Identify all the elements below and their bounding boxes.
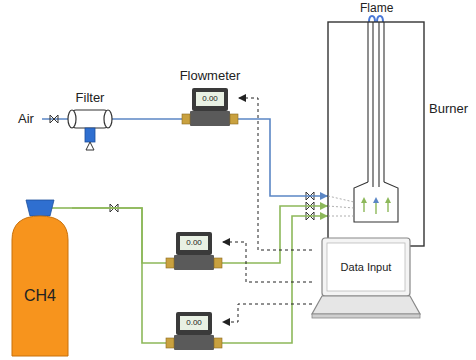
flowmeter-reading: 0.00	[196, 92, 224, 106]
flowmeter: 0.00	[166, 312, 222, 350]
gas-line	[72, 208, 166, 343]
gas-line	[238, 119, 328, 196]
burner-shape	[328, 22, 424, 246]
valve-symbols	[50, 115, 314, 220]
gas-line	[222, 216, 328, 343]
filter-label: Filter	[76, 91, 105, 106]
data-signal-line	[222, 304, 312, 322]
filter-symbol-shape	[68, 110, 112, 128]
flame-symbol	[369, 16, 383, 22]
gas-line	[72, 208, 166, 263]
gas-line	[112, 118, 182, 120]
flame-label: Flame	[360, 1, 393, 15]
flowmeter: 0.00	[166, 232, 222, 270]
flowmeter: Flowmeter0.00	[182, 88, 238, 126]
burner: Burner	[328, 22, 424, 246]
laptop: Data Input	[312, 238, 420, 318]
data-signal-line	[222, 242, 312, 282]
flowmeter-reading: 0.00	[180, 236, 208, 250]
flowmeter-reading: 0.00	[180, 316, 208, 330]
burner-label: Burner	[429, 102, 468, 117]
data-signal-line	[238, 98, 312, 250]
flowmeter-label: Flowmeter	[180, 69, 241, 84]
gas-line	[222, 206, 328, 263]
cylinder-label: CH4	[8, 284, 72, 308]
inlet-label: Air	[18, 111, 34, 126]
gas-cylinder-shape	[8, 200, 72, 356]
filter-symbol: Filter	[68, 110, 112, 128]
laptop-screen-text: Data Input	[327, 243, 405, 291]
gas-cylinder: CH4	[8, 200, 72, 356]
laptop-shape	[312, 238, 420, 318]
